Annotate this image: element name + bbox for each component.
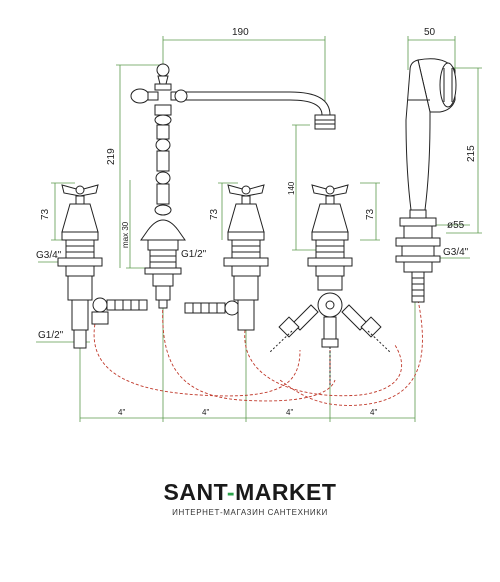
valve-left [57, 184, 148, 349]
dim-mid-height: 140 [287, 181, 296, 195]
dim-spacing-4: 4" [370, 408, 377, 417]
dim-inlet-thread: G3/4" [36, 250, 62, 261]
valve-middle [184, 184, 269, 331]
valve-diverter [269, 184, 391, 385]
dim-supply-thread: G1/2" [38, 330, 64, 341]
dim-handle-left: 73 [40, 208, 51, 220]
dim-handle-mid: 73 [209, 208, 220, 220]
brand-logo: SANT-MARKET ИНТЕРНЕТ-МАГАЗИН САНТЕХНИКИ [0, 478, 500, 517]
brand-suffix: MARKET [235, 479, 337, 505]
dimension-labels: 190 219 max 30 G1/2" 73 73 73 G3/4" G1/2… [36, 27, 477, 417]
dim-shower-length: 215 [466, 145, 477, 162]
dim-shower-diameter: ø55 [447, 220, 465, 231]
spout [130, 63, 336, 309]
dim-shower-thread: G3/4" [443, 247, 469, 258]
brand-dash: - [226, 479, 236, 505]
hoses [93, 299, 423, 406]
hand-shower [395, 58, 457, 303]
dim-spout-height: 219 [106, 148, 117, 165]
brand-tagline: ИНТЕРНЕТ-МАГАЗИН САНТЕХНИКИ [172, 508, 328, 517]
brand-prefix: SANT [163, 479, 227, 505]
dim-spacing-2: 4" [202, 408, 209, 417]
dim-spacing-1: 4" [118, 408, 125, 417]
dim-spout-max: max 30 [121, 221, 130, 248]
dim-shower-width: 50 [424, 27, 436, 38]
dim-spacing-3: 4" [286, 408, 293, 417]
faucet-technical-drawing: 190 219 max 30 G1/2" 73 73 73 G3/4" G1/2… [36, 27, 482, 422]
dim-handle-right: 73 [365, 208, 376, 220]
dim-spout-thread: G1/2" [181, 249, 207, 260]
dim-spout-width: 190 [232, 27, 249, 38]
brand-name: SANT-MARKET [0, 478, 500, 506]
